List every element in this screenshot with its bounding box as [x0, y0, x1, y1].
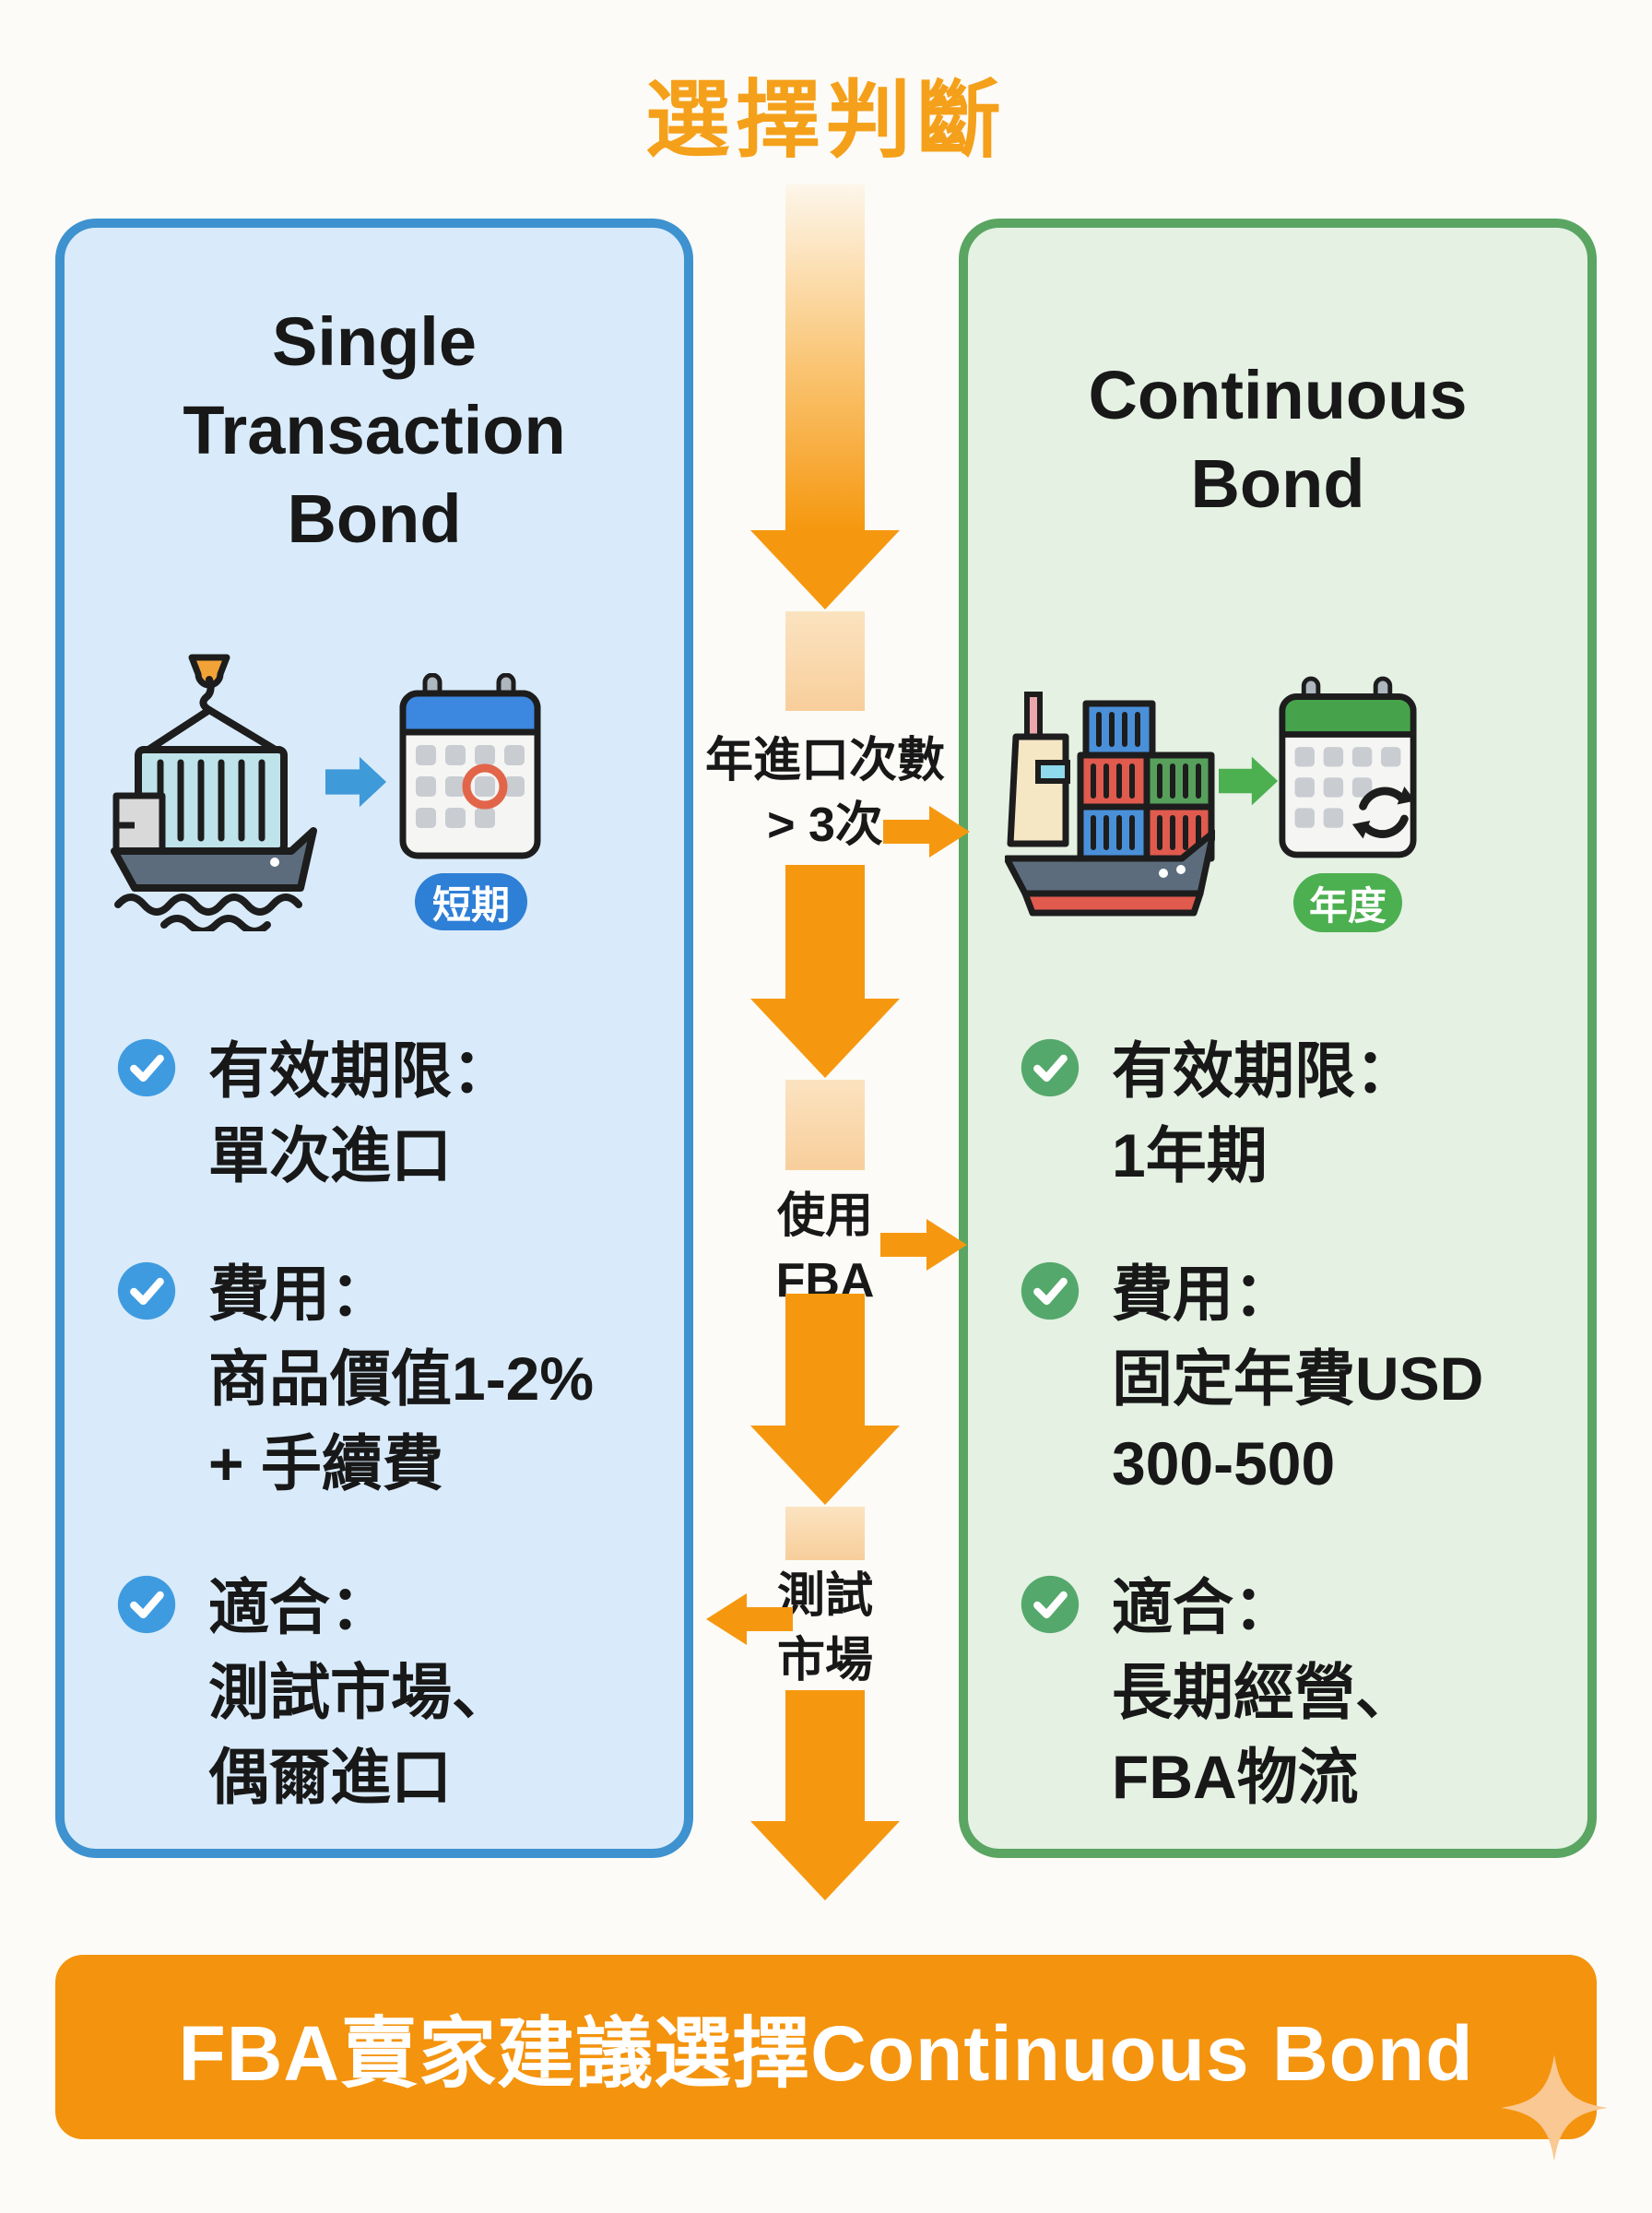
card-title-single-transaction-bond: Single Transaction Bond: [65, 298, 684, 563]
item-line: FBA物流: [1112, 1743, 1359, 1811]
card-title-continuous-bond: Continuous Bond: [968, 351, 1587, 528]
branch-label-import-frequency: 年進口次數 > 3次: [691, 728, 959, 858]
list-item-cost: 費用： 固定年費USD 300-500: [1020, 1251, 1573, 1506]
item-label: 費用：: [1112, 1260, 1294, 1328]
check-circle-icon: [1021, 1261, 1080, 1320]
flow-arrow-shaft: [785, 865, 865, 999]
branch-label-line: 年進口次數: [704, 734, 945, 787]
branch-label-line: 使用: [776, 1189, 873, 1243]
list-item-suitable: 適合： 測試市場、 偶爾進口: [116, 1565, 669, 1819]
short-term-badge: 短期: [415, 873, 527, 930]
flow-arrow-shaft: [785, 611, 865, 711]
card-title-line: Transaction: [183, 392, 566, 468]
check-circle-icon: [117, 1038, 176, 1097]
item-line: 商品價值1-2%: [208, 1344, 595, 1413]
card-title-line: Single: [271, 303, 478, 380]
item-label: 適合：: [208, 1573, 391, 1641]
item-line: 測試市場、: [208, 1658, 513, 1726]
continuous-bond-card: Continuous Bond: [959, 219, 1597, 1858]
crane-container-ship-icon: [111, 654, 317, 931]
flow-arrow-shaft: [785, 1507, 865, 1560]
check-circle-icon: [1021, 1575, 1080, 1634]
card-title-line: Continuous: [1088, 357, 1468, 433]
check-circle-icon: [117, 1261, 176, 1320]
list-item-cost: 費用： 商品價值1-2% + 手續費: [116, 1251, 669, 1506]
check-circle-icon: [1021, 1038, 1080, 1097]
flow-arrow-shaft: [785, 1690, 865, 1821]
item-line: 1年期: [1112, 1121, 1268, 1189]
flow-arrowhead: [750, 1821, 900, 1900]
flow-arrow-shaft: [785, 1294, 865, 1426]
item-label: 有效期限：: [208, 1036, 513, 1105]
branch-label-use-fba: 使用 FBA: [691, 1184, 959, 1313]
branch-label-line: 測試: [776, 1569, 873, 1623]
item-line: + 手續費: [208, 1429, 443, 1497]
flow-arrow-shaft: [785, 1080, 865, 1170]
branch-arrow-right-icon: [883, 806, 970, 858]
item-line: 固定年費USD: [1112, 1344, 1484, 1413]
single-transaction-bond-card: Single Transaction Bond: [55, 219, 693, 1858]
page-title: 選擇判斷: [644, 74, 1007, 168]
sparkle-icon: [1501, 2054, 1608, 2161]
item-label: 有效期限：: [1112, 1036, 1416, 1105]
arrow-right-icon: [325, 756, 387, 808]
list-item-validity: 有效期限： 1年期: [1020, 1028, 1573, 1198]
item-label: 費用：: [208, 1260, 391, 1328]
flow-arrow-shaft: [785, 184, 865, 530]
list-item-suitable: 適合： 長期經營、 FBA物流: [1020, 1565, 1573, 1819]
calendar-refresh-icon: [1279, 676, 1417, 858]
item-line: 偶爾進口: [208, 1743, 452, 1811]
card-title-line: Bond: [1190, 445, 1365, 522]
branch-label-test-market: 測試 市場: [691, 1564, 959, 1693]
recommendation-banner: FBA賣家建議選擇Continuous Bond: [55, 1955, 1597, 2139]
flow-arrowhead: [750, 530, 900, 609]
item-line: 單次進口: [208, 1121, 452, 1189]
container-cargo-ship-icon: [1005, 692, 1215, 917]
branch-arrow-right-icon: [880, 1219, 967, 1271]
check-circle-icon: [117, 1575, 176, 1634]
flow-arrowhead: [750, 999, 900, 1078]
calendar-single-date-icon: [399, 673, 541, 859]
branch-arrow-left-icon: [706, 1593, 793, 1645]
item-line: 300-500: [1112, 1429, 1336, 1497]
branch-label-line: > 3次: [767, 799, 883, 852]
item-label: 適合：: [1112, 1573, 1294, 1641]
branch-label-line: 市場: [776, 1634, 873, 1687]
list-item-validity: 有效期限： 單次進口: [116, 1028, 669, 1198]
recommendation-text: FBA賣家建議選擇Continuous Bond: [178, 2009, 1474, 2097]
item-line: 長期經營、: [1112, 1658, 1416, 1726]
card-title-line: Bond: [287, 480, 462, 557]
annual-badge: 年度: [1293, 873, 1402, 932]
flow-arrowhead: [750, 1426, 900, 1505]
arrow-right-icon: [1219, 756, 1279, 806]
